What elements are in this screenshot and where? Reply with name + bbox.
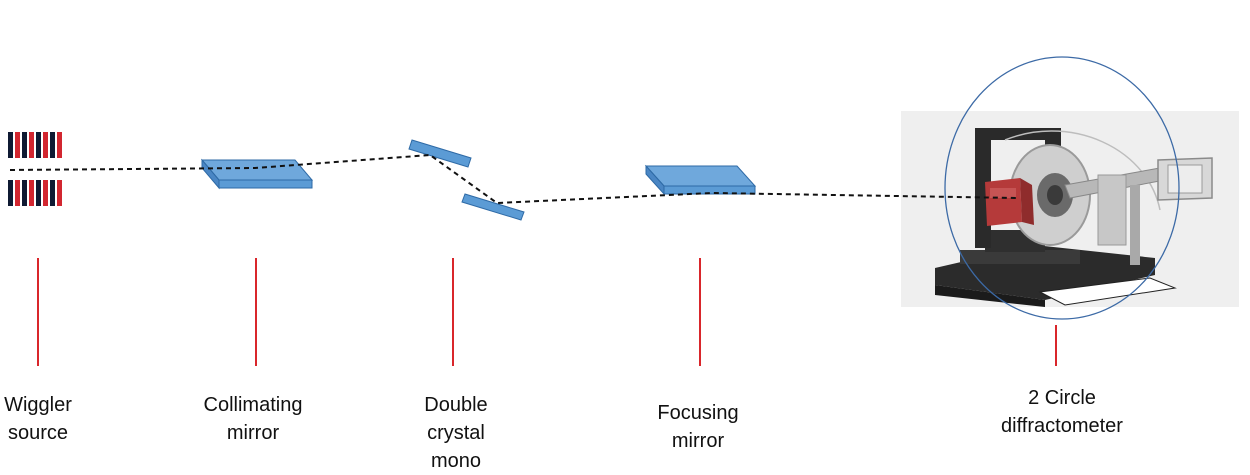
collimating-label: Collimating mirror <box>193 391 313 447</box>
wiggler-top-magnets <box>8 132 62 158</box>
first-crystal <box>408 139 472 168</box>
collimating-label-line-2: mirror <box>226 422 280 444</box>
diffractometer-label: 2 Circle diffractometer <box>982 384 1142 440</box>
wiggler-label: Wiggler source <box>0 391 88 447</box>
double-crystal-mono-graphic <box>408 139 525 221</box>
second-crystal <box>461 193 525 221</box>
dcm-label-line-3: mono <box>430 450 482 472</box>
dcm-label: Double crystal mono <box>406 391 506 475</box>
focusing-label: Focusing mirror <box>638 399 758 455</box>
wiggler-source-graphic <box>8 132 62 206</box>
diffractometer-circle <box>944 56 1180 320</box>
collimating-mirror-graphic <box>200 158 314 190</box>
dcm-label-line-2: crystal <box>427 422 485 444</box>
collimating-label-line-1: Collimating <box>203 394 303 416</box>
diffractometer-label-line-2: diffractometer <box>1001 415 1123 437</box>
focusing-mirror-graphic <box>644 164 757 196</box>
wiggler-label-line-1: Wiggler <box>4 394 72 416</box>
focusing-label-line-1: Focusing <box>657 402 739 424</box>
wiggler-bottom-magnets <box>8 180 62 206</box>
wiggler-label-line-2: source <box>7 422 69 444</box>
focusing-label-line-2: mirror <box>671 430 725 452</box>
diffractometer-label-line-1: 2 Circle <box>1028 387 1096 409</box>
beam-path <box>9 153 1019 205</box>
diffractometer-graphic <box>901 56 1239 320</box>
dcm-label-line-1: Double <box>424 394 488 416</box>
